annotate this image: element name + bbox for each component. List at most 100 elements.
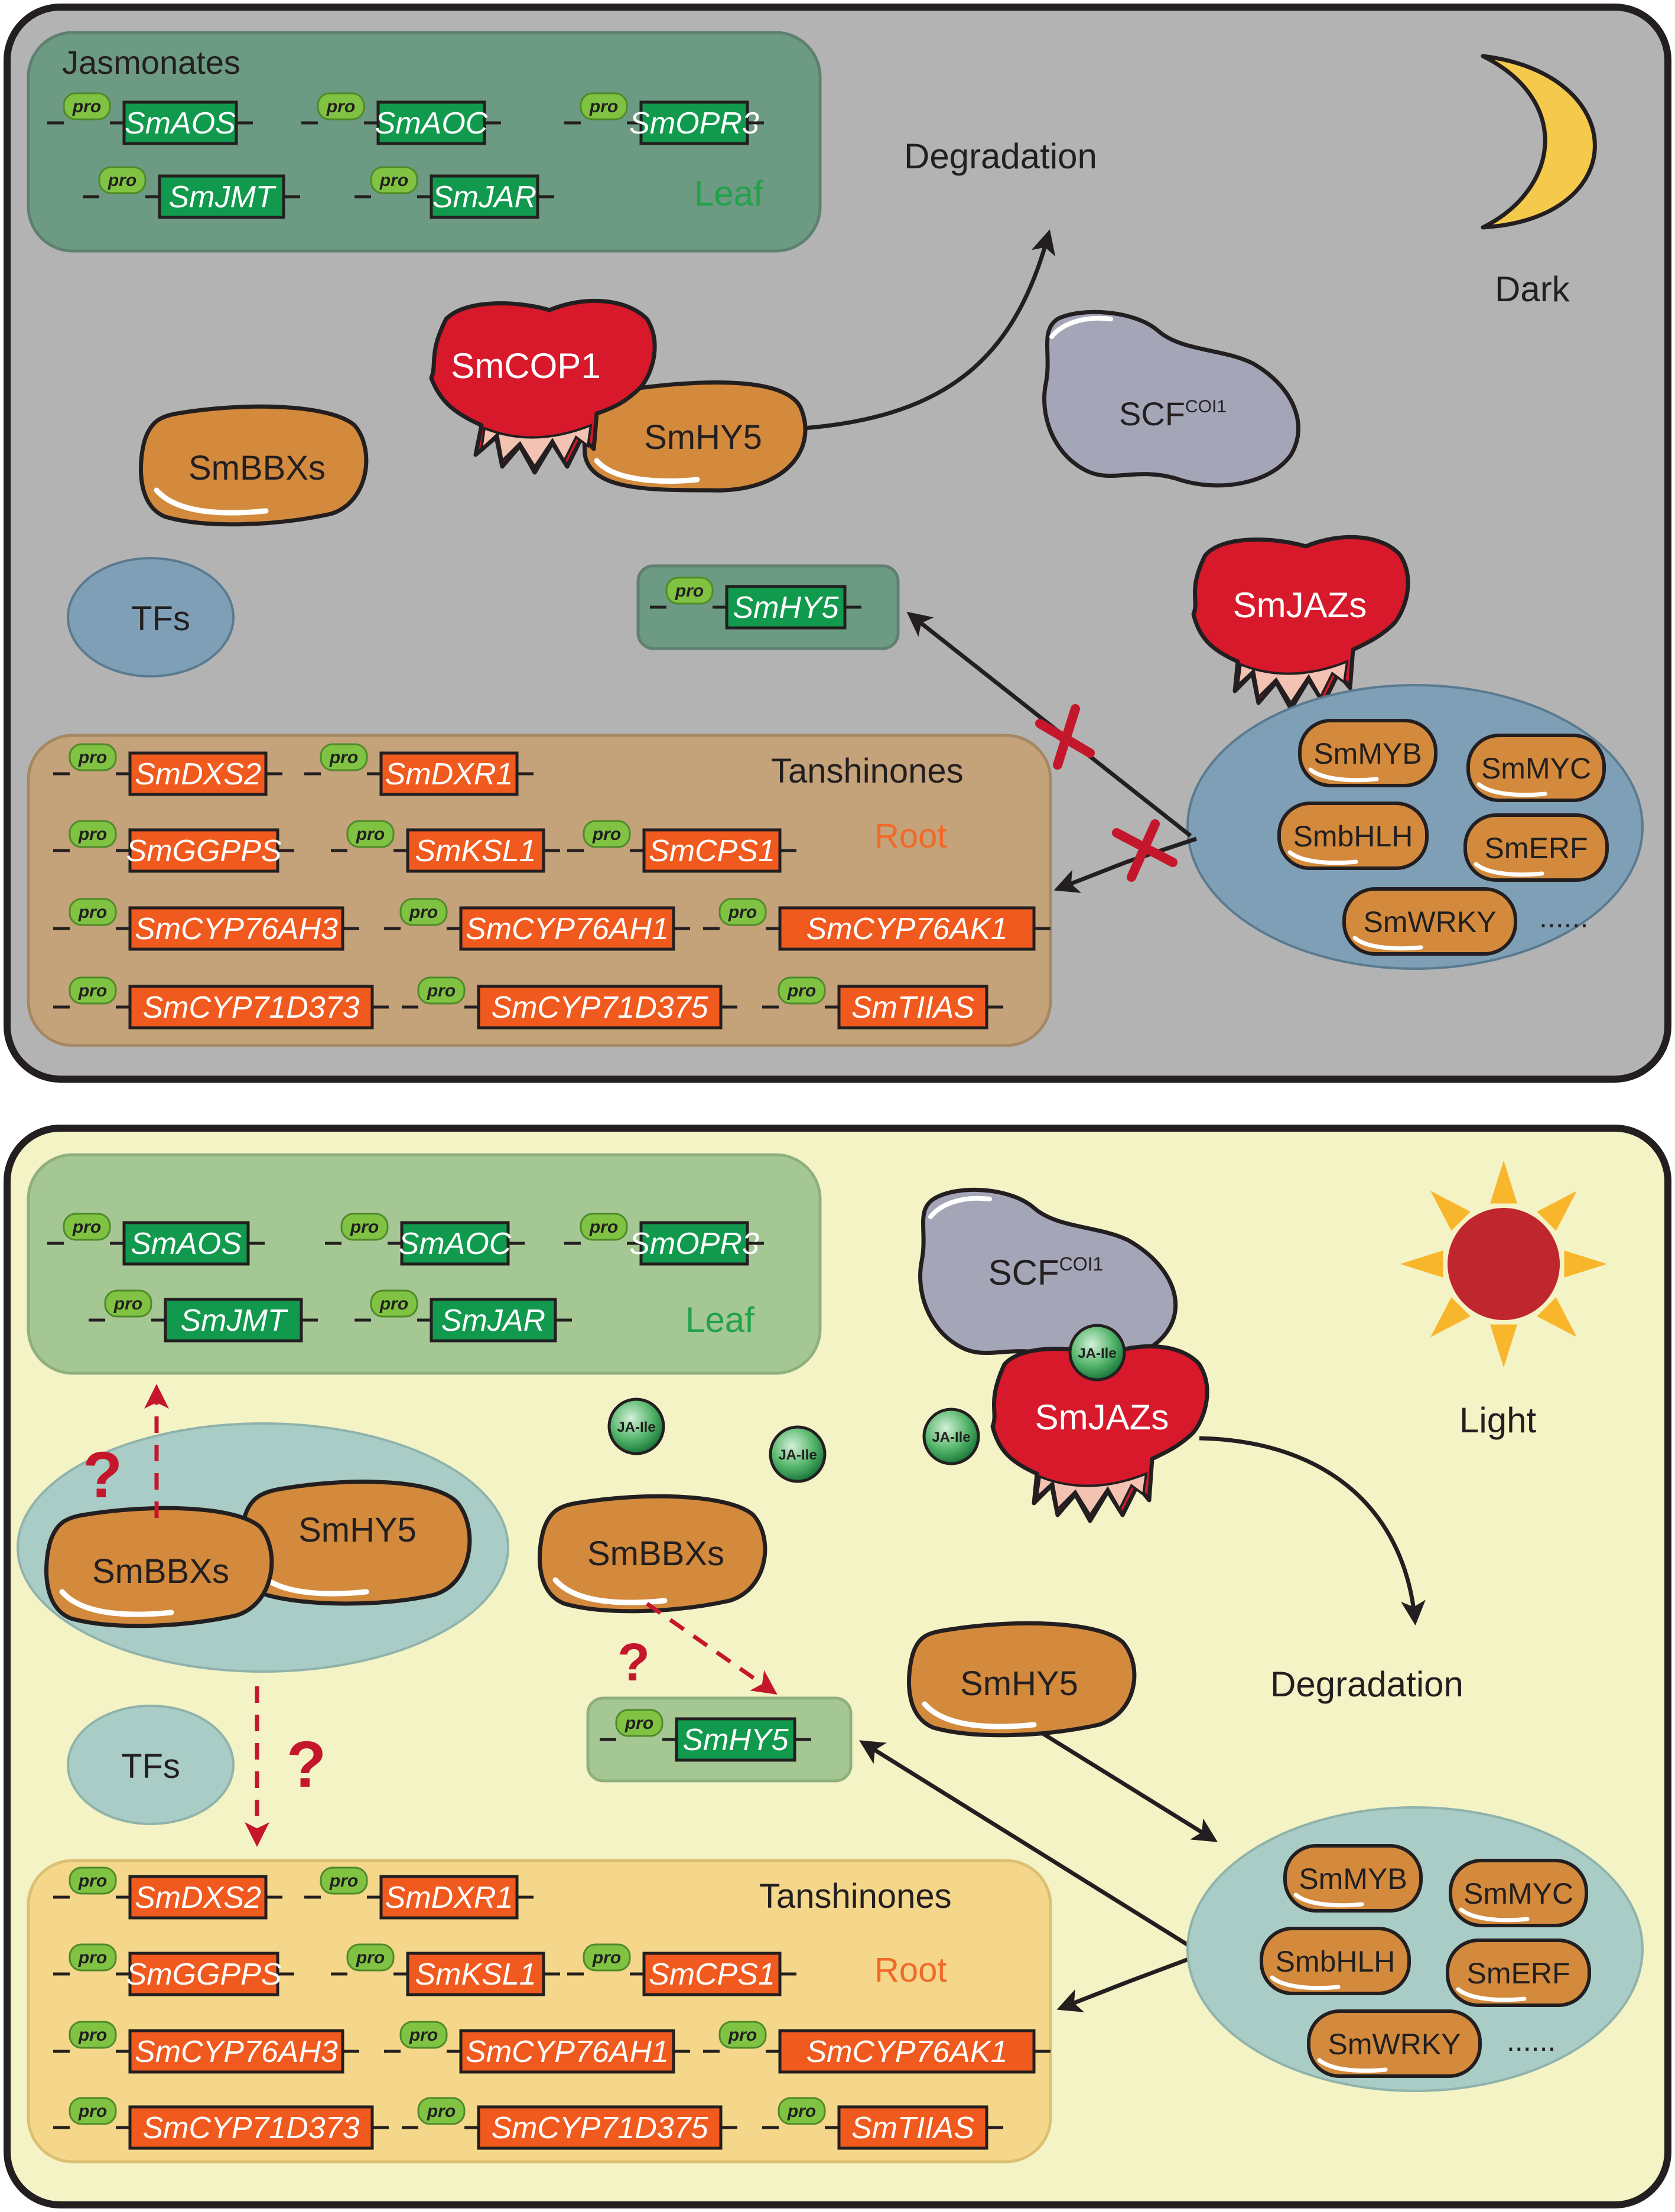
svg-text:pro: pro	[379, 171, 408, 190]
promoter-icon: pro	[69, 2097, 117, 2125]
svg-text:Tanshinones: Tanshinones	[759, 1877, 952, 1915]
tf-smmyc: SmMYC	[1449, 1859, 1588, 1927]
promoter-icon: pro	[417, 976, 466, 1005]
svg-text:JA-Ile: JA-Ile	[617, 1419, 655, 1435]
svg-text:SCFCOI1: SCFCOI1	[988, 1253, 1104, 1292]
sun-icon	[1400, 1161, 1607, 1367]
svg-text:SmDXS2: SmDXS2	[135, 1881, 261, 1915]
svg-text:SmKSL1: SmKSL1	[415, 834, 536, 868]
svg-text:SmCYP76AK1: SmCYP76AK1	[806, 2035, 1007, 2069]
dark-degradation-label: Degradation	[904, 136, 1097, 176]
light-smbbxs-protein: SmBBXs	[538, 1494, 767, 1614]
promoter-icon: pro	[320, 1866, 368, 1895]
svg-text:pro: pro	[356, 1948, 385, 1967]
svg-text:pro: pro	[728, 903, 757, 922]
svg-text:SmBBXs: SmBBXs	[188, 449, 326, 487]
svg-text:SmCOP1: SmCOP1	[451, 346, 600, 386]
svg-text:pro: pro	[409, 903, 438, 922]
svg-text:pro: pro	[78, 981, 107, 1001]
svg-text:pro: pro	[589, 1217, 618, 1237]
svg-text:pro: pro	[78, 903, 107, 922]
dark-smbbxs-protein: SmBBXs	[139, 404, 369, 527]
svg-text:SmMYC: SmMYC	[1463, 1877, 1573, 1910]
light-degradation-arrow	[1199, 1436, 1426, 1625]
smhy5-to-tf-cluster-arrow	[1042, 1732, 1218, 1842]
promoter-icon: pro	[63, 1213, 111, 1241]
light-smhy5-protein: SmHY5	[907, 1621, 1137, 1738]
svg-text:JA-Ile: JA-Ile	[932, 1429, 970, 1445]
svg-text:pro: pro	[787, 981, 816, 1001]
svg-text:pro: pro	[728, 2025, 757, 2045]
svg-text:SmCYP76AH1: SmCYP76AH1	[466, 2035, 669, 2069]
svg-text:SmGGPPS: SmGGPPS	[126, 834, 282, 868]
svg-text:pro: pro	[113, 1294, 142, 1314]
svg-text:Tanshinones: Tanshinones	[771, 752, 964, 790]
light-degradation-label: Degradation	[1270, 1664, 1463, 1704]
promoter-icon: pro	[69, 820, 117, 848]
promoter-icon: pro	[98, 166, 147, 194]
svg-text:JA-Ile: JA-Ile	[778, 1447, 817, 1463]
svg-text:SmTIIAS: SmTIIAS	[851, 2111, 974, 2145]
svg-text:pro: pro	[78, 2025, 107, 2045]
svg-text:SmDXS2: SmDXS2	[135, 757, 261, 791]
promoter-icon: pro	[778, 2097, 826, 2125]
promoter-icon: pro	[69, 898, 117, 926]
promoter-icon: pro	[718, 2021, 767, 2049]
svg-text:TFs: TFs	[131, 600, 190, 638]
svg-text:pro: pro	[592, 1948, 621, 1967]
dark-repression-mark-2	[1112, 819, 1178, 882]
complex-to-leaf-question: ?	[83, 1439, 122, 1511]
tf-smerf: SmERF	[1446, 1939, 1591, 2007]
svg-text:SmbHLH: SmbHLH	[1276, 1945, 1396, 1978]
svg-text:SmGGPPS: SmGGPPS	[126, 1957, 282, 1992]
dark-repression-mark-1	[1035, 704, 1095, 770]
dark-scf-coi1-complex: SCFCOI1	[1042, 310, 1300, 488]
promoter-icon: pro	[718, 898, 767, 926]
svg-text:SmAOC: SmAOC	[399, 1227, 512, 1261]
dark-condition-label: Dark	[1495, 269, 1570, 309]
promoter-icon: pro	[583, 1943, 631, 1972]
tf-smerf: SmERF	[1463, 813, 1609, 882]
promoter-icon: pro	[104, 1289, 152, 1318]
svg-text:pro: pro	[72, 97, 101, 116]
promoter-icon: pro	[580, 1213, 628, 1241]
svg-text:TFs: TFs	[121, 1747, 180, 1786]
svg-text:SmJMT: SmJMT	[168, 180, 276, 214]
promoter-icon: pro	[615, 1709, 664, 1737]
svg-text:SmAOC: SmAOC	[375, 106, 488, 141]
complex-to-root-question: ?	[287, 1728, 326, 1801]
dark-tfs-blob: TFs	[67, 557, 235, 677]
promoter-icon: pro	[69, 976, 117, 1005]
promoter-icon: pro	[399, 898, 448, 926]
svg-text:SmMYB: SmMYB	[1299, 1862, 1407, 1895]
svg-text:SmHY5: SmHY5	[298, 1511, 417, 1549]
light-scf-coi1-complex: SCFCOI1	[918, 1187, 1178, 1365]
svg-text:SmHY5: SmHY5	[644, 418, 762, 457]
svg-text:SmWRKY: SmWRKY	[1364, 905, 1497, 939]
svg-text:SmCYP76AH3: SmCYP76AH3	[135, 912, 338, 946]
promoter-icon: pro	[340, 1213, 389, 1241]
promoter-icon: pro	[580, 92, 628, 120]
tf-smmyb: SmMYB	[1298, 719, 1437, 787]
smcop1-protein: SmCOP1	[429, 298, 657, 475]
ja-ile-molecule: JA-Ile	[1068, 1324, 1126, 1382]
